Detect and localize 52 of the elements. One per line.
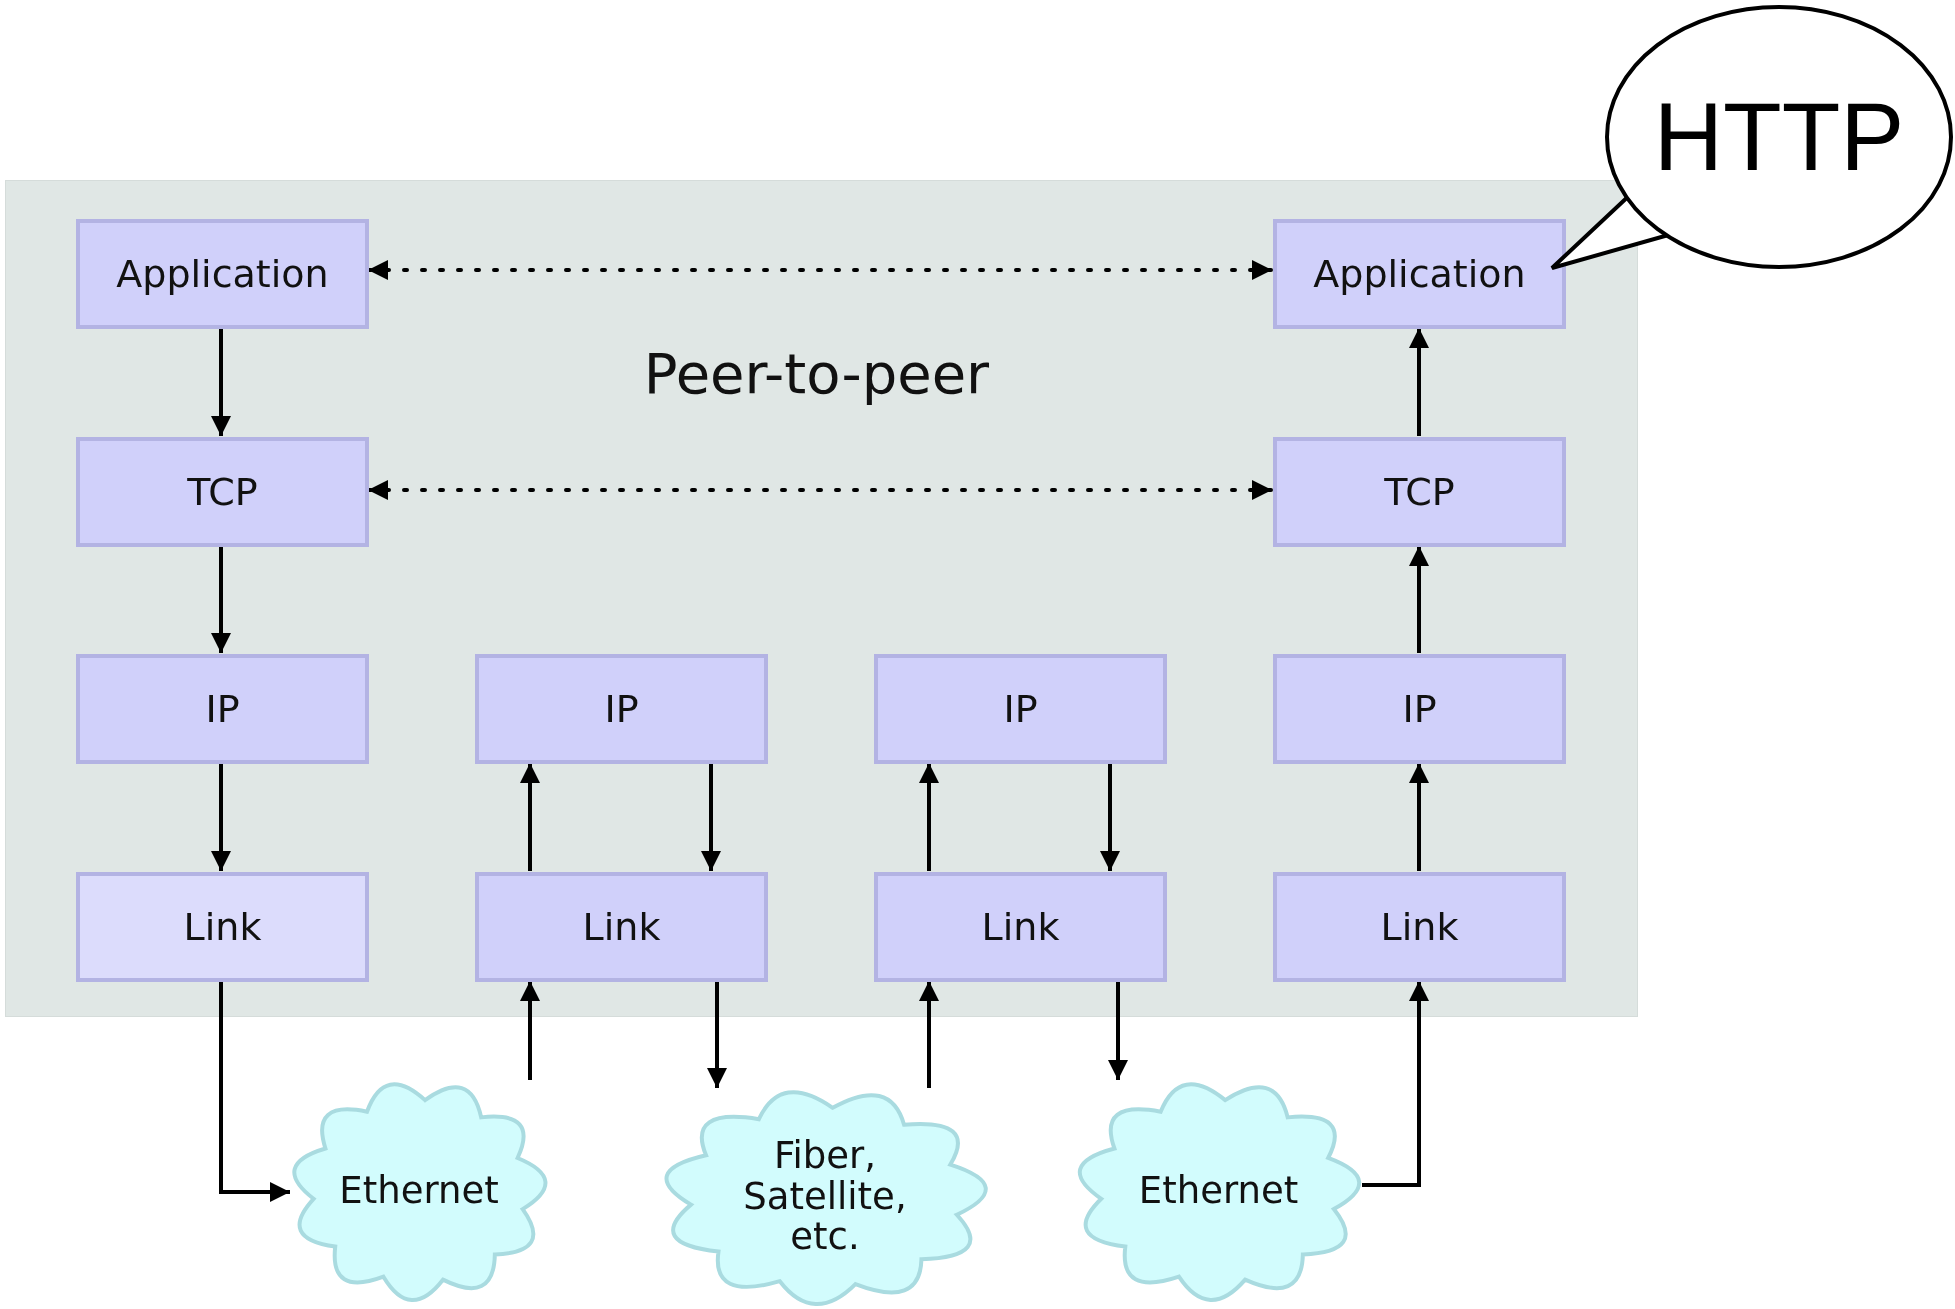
layer-box [76,219,369,329]
arrow [211,763,231,871]
layer-box [76,654,369,764]
layer-box [1273,219,1566,329]
layer-box [475,654,768,764]
layer-box [76,437,369,547]
arrow [919,763,939,871]
layer-label: Link [1380,905,1459,949]
layer-box [874,872,1167,982]
arrow [211,546,231,653]
layer-box [874,654,1167,764]
network-cloud [290,1080,548,1302]
layer-label: IP [205,687,240,731]
arrow [219,981,290,1202]
arrow [1362,981,1429,1187]
cloud-label: Ethernet [339,1170,499,1212]
arrow [1108,981,1128,1080]
arrow [1100,763,1120,871]
arrow [1409,763,1429,871]
layer-box [1273,437,1566,547]
layer-label: IP [604,687,639,731]
layer-label: IP [1402,687,1437,731]
layer-label: Link [582,905,661,949]
layer-panel [5,180,1638,1017]
speech-bubble [1550,4,1954,270]
layer-box [76,872,369,982]
arrow [211,328,231,436]
layer-label: IP [1003,687,1038,731]
arrow [520,763,540,871]
arrow [366,260,1274,280]
network-cloud [1075,1080,1362,1302]
arrow [919,981,939,1088]
layer-label: TCP [187,470,258,514]
arrow [1409,546,1429,653]
layer-label: Application [1313,252,1526,296]
layer-label: Application [116,252,329,296]
layer-box [1273,654,1566,764]
bubble-label: HTTP [1652,82,1906,192]
layer-label: Link [183,905,262,949]
layer-label: Link [981,905,1060,949]
cloud-label: Fiber, Satellite, etc. [742,1135,908,1259]
layer-label: TCP [1384,470,1455,514]
diagram-heading: Peer-to-peer [643,341,990,406]
layer-box [1273,872,1566,982]
network-cloud [661,1088,989,1306]
arrow [1409,328,1429,436]
layer-box [475,872,768,982]
arrow [520,981,540,1080]
cloud-label: Ethernet [1138,1170,1299,1212]
arrow [707,981,727,1088]
arrow [701,763,721,871]
arrow [366,480,1274,500]
